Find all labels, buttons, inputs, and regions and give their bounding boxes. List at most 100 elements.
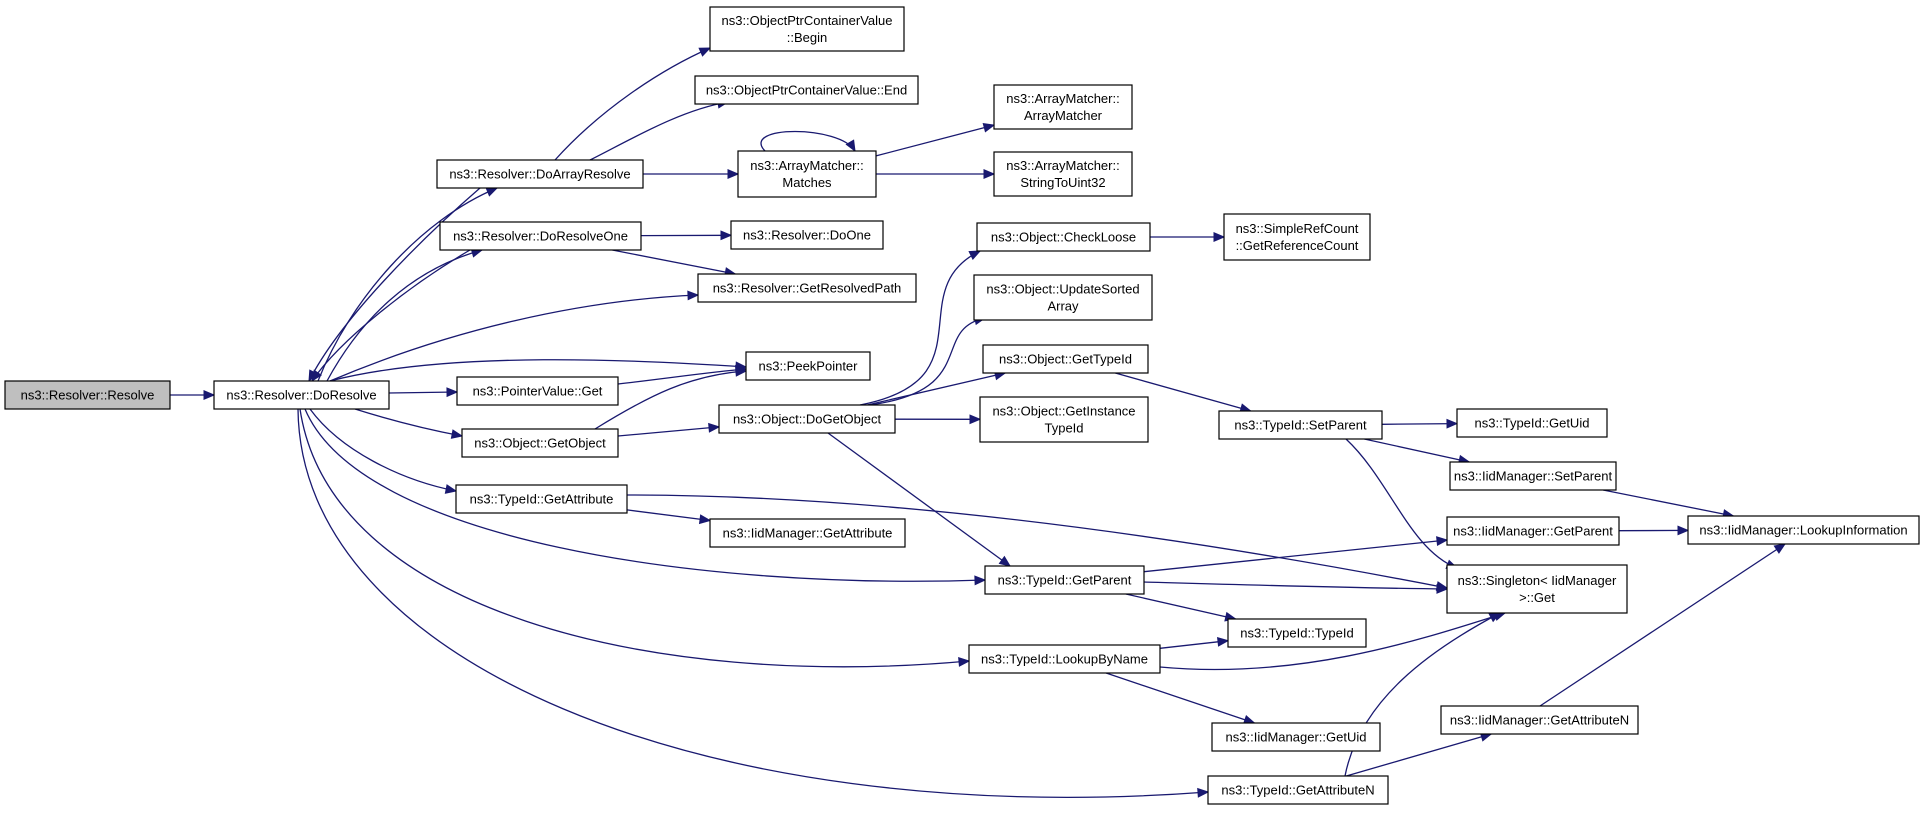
node-typeid_getattributen[interactable]: ns3::TypeId::GetAttributeN — [1207, 775, 1389, 805]
node-singleton_get[interactable]: ns3::Singleton< IidManager>::Get — [1446, 564, 1628, 614]
node-object_gettypeid[interactable]: ns3::Object::GetTypeId — [982, 344, 1149, 374]
edge-typeid_setparent-to-typeid_getuid — [1381, 422, 1458, 425]
node-getresolvedpath[interactable]: ns3::Resolver::GetResolvedPath — [697, 273, 917, 303]
node-pointervalue_get[interactable]: ns3::PointerValue::Get — [456, 376, 619, 406]
node-label: ns3::TypeId::GetParent — [998, 573, 1132, 588]
node-label: ns3::IidManager::SetParent — [1454, 469, 1613, 484]
node-typeid_getparent[interactable]: ns3::TypeId::GetParent — [984, 565, 1145, 595]
node-box — [993, 84, 1133, 130]
node-typeid_setparent[interactable]: ns3::TypeId::SetParent — [1218, 410, 1383, 440]
node-box — [436, 159, 644, 189]
node-am_stoi[interactable]: ns3::ArrayMatcher::StringToUint32 — [993, 151, 1133, 197]
edge-arrowhead — [845, 139, 856, 153]
node-box — [1218, 410, 1383, 440]
node-iid_setparent[interactable]: ns3::IidManager::SetParent — [1449, 461, 1617, 491]
node-label: StringToUint32 — [1020, 175, 1105, 190]
node-am_ctor[interactable]: ns3::ArrayMatcher::ArrayMatcher — [993, 84, 1133, 130]
node-typeid_typeid[interactable]: ns3::TypeId::TypeId — [1227, 618, 1367, 648]
node-typeid_getuid[interactable]: ns3::TypeId::GetUid — [1456, 408, 1608, 438]
edge-doresolve-to-pointervalue_get — [388, 391, 458, 394]
node-peekpointer[interactable]: ns3::PeekPointer — [745, 351, 871, 381]
edge-object_dogetobject-to-object_updatesorted — [869, 317, 986, 406]
node-box — [1223, 213, 1371, 261]
edge-arrowhead — [974, 575, 987, 586]
node-am_matches[interactable]: ns3::ArrayMatcher::Matches — [737, 150, 877, 198]
node-iid_getparent[interactable]: ns3::IidManager::GetParent — [1446, 516, 1620, 546]
node-resolver_doone[interactable]: ns3::Resolver::DoOne — [730, 220, 884, 250]
node-box — [979, 396, 1149, 443]
node-layer: ns3::Resolver::Resolve ns3::Resolver::DoR… — [4, 6, 1920, 805]
node-objptr_begin[interactable]: ns3::ObjectPtrContainerValue::Begin — [709, 6, 905, 52]
node-box — [993, 151, 1133, 197]
edge-arrowhead — [983, 169, 996, 179]
node-label: Array — [1047, 299, 1079, 314]
node-box — [1449, 461, 1617, 491]
edge-typeid_getattribute-to-iid_getattribute — [626, 509, 711, 522]
node-box — [982, 344, 1149, 374]
node-box — [461, 428, 619, 458]
node-label: ns3::IidManager::GetUid — [1226, 730, 1367, 745]
edge-doresolve-to-peekpointer — [329, 359, 747, 382]
edge-arrowhead — [687, 290, 700, 301]
edge-doresolveone-to-doresolve — [311, 249, 471, 382]
node-object_getobject[interactable]: ns3::Object::GetObject — [461, 428, 619, 458]
node-label: ns3::Object::GetTypeId — [999, 352, 1132, 367]
node-typeid_getattribute[interactable]: ns3::TypeId::GetAttribute — [455, 484, 628, 514]
node-box — [718, 404, 896, 434]
node-label: ns3::Resolver::GetResolvedPath — [713, 281, 902, 296]
node-label: ns3::ObjectPtrContainerValue::End — [706, 83, 907, 98]
node-box — [456, 376, 619, 406]
node-label: ns3::IidManager::GetParent — [1453, 524, 1613, 539]
edge-typeid_setparent-to-iid_setparent — [1364, 438, 1470, 463]
edge-arrowhead — [1446, 418, 1459, 429]
node-objptr_end[interactable]: ns3::ObjectPtrContainerValue::End — [694, 75, 919, 105]
edge-arrowhead — [727, 169, 740, 179]
node-iid_lookupinfo[interactable]: ns3::IidManager::LookupInformation — [1687, 515, 1920, 545]
node-label: ns3::TypeId::GetAttribute — [470, 492, 614, 507]
node-box — [4, 380, 171, 410]
edge-doresolve-to-typeid_getparent — [304, 408, 986, 582]
edge-object_dogetobject-to-object_checkloose — [859, 250, 981, 406]
node-box — [1211, 722, 1381, 752]
node-label: ns3::Object::GetInstance — [992, 404, 1135, 419]
node-box — [1446, 564, 1628, 614]
node-box — [745, 351, 871, 381]
node-label: ns3::TypeId::GetAttributeN — [1221, 783, 1374, 798]
node-simplerefcount[interactable]: ns3::SimpleRefCount::GetReferenceCount — [1223, 213, 1371, 261]
node-box — [1446, 516, 1620, 546]
node-doresolveone[interactable]: ns3::Resolver::DoResolveOne — [439, 221, 642, 251]
edge-arrowhead — [450, 429, 464, 439]
edge-arrowhead — [698, 47, 712, 57]
node-label: ::GetReferenceCount — [1236, 238, 1359, 253]
node-label: ArrayMatcher — [1024, 108, 1103, 123]
node-object_dogetobject[interactable]: ns3::Object::DoGetObject — [718, 404, 896, 434]
node-doarrayresolve[interactable]: ns3::Resolver::DoArrayResolve — [436, 159, 644, 189]
edge-arrowhead — [982, 122, 996, 133]
edge-arrowhead — [1677, 525, 1690, 536]
node-label: Matches — [782, 175, 832, 190]
node-label: ns3::TypeId::LookupByName — [981, 652, 1148, 667]
node-label: ns3::TypeId::SetParent — [1234, 418, 1367, 433]
node-box — [968, 644, 1161, 674]
node-box — [694, 75, 919, 105]
edge-arrowhead — [1436, 583, 1449, 594]
node-label: ns3::PointerValue::Get — [473, 384, 603, 399]
node-label: ns3::IidManager::GetAttributeN — [1450, 713, 1629, 728]
node-typeid_lookupbyname[interactable]: ns3::TypeId::LookupByName — [968, 644, 1161, 674]
node-object_checkloose[interactable]: ns3::Object::CheckLoose — [976, 222, 1151, 252]
node-label: ns3::Resolver::DoArrayResolve — [449, 167, 630, 182]
node-iid_getattribute[interactable]: ns3::IidManager::GetAttribute — [709, 518, 906, 548]
edge-arrowhead — [444, 484, 458, 494]
node-iid_getuid[interactable]: ns3::IidManager::GetUid — [1211, 722, 1381, 752]
node-iid_getattributen[interactable]: ns3::IidManager::GetAttributeN — [1440, 705, 1639, 735]
node-label: TypeId — [1044, 421, 1083, 436]
node-resolve[interactable]: ns3::Resolver::Resolve — [4, 380, 171, 410]
edge-am_matches-to-am_matches — [760, 130, 856, 152]
node-doresolve[interactable]: ns3::Resolver::DoResolve — [213, 380, 390, 410]
edge-typeid_setparent-to-singleton_get — [1345, 438, 1458, 569]
edge-arrowhead — [1217, 636, 1230, 647]
edge-object_dogetobject-to-object_gettypeid — [867, 372, 1006, 406]
